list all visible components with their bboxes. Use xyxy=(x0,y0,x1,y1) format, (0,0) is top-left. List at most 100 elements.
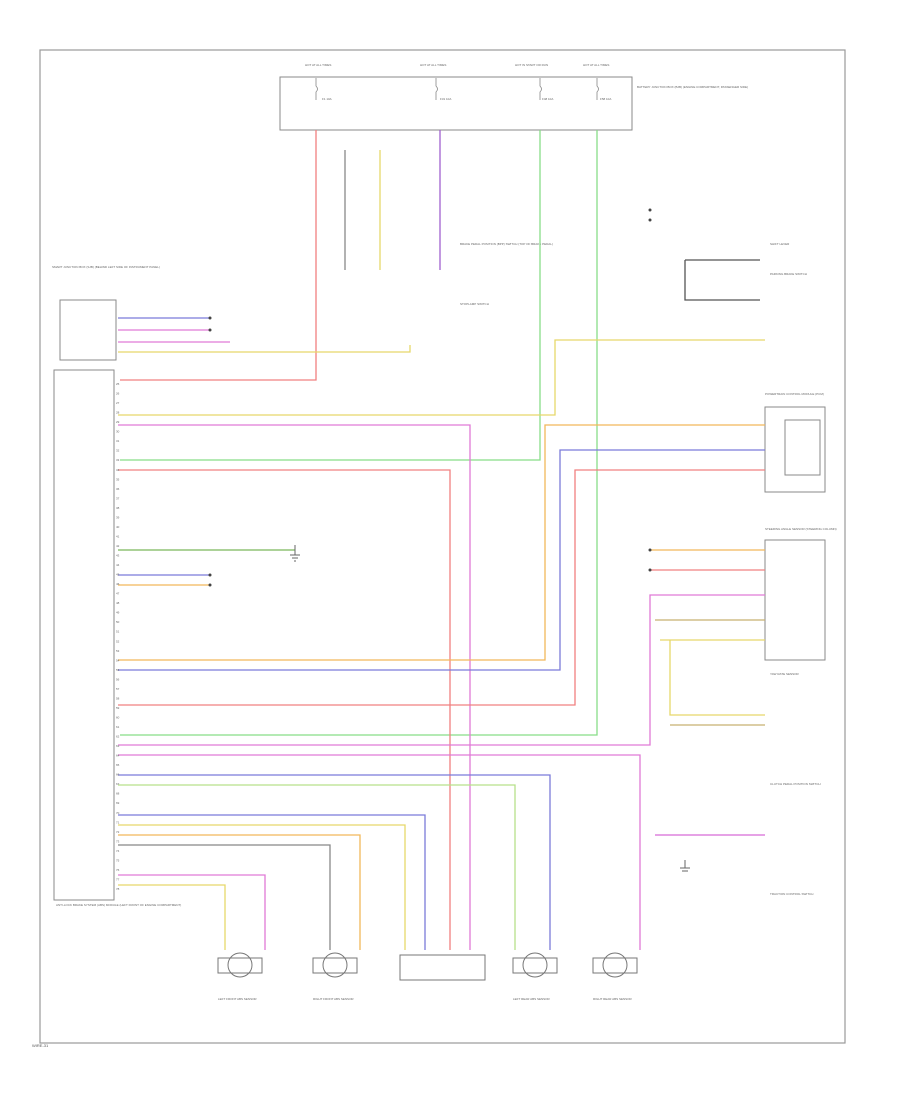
fuse-2: F31 10A xyxy=(440,97,451,101)
wheel-sensor-label-2: RIGHT FRONT ABS SENSOR xyxy=(313,997,354,1001)
pin-number: 27 xyxy=(116,401,120,405)
pin-number: 30 xyxy=(116,430,120,434)
traction-switch-label: TRACTION CONTROL SWITCH xyxy=(770,892,813,896)
ground-symbol-icon xyxy=(290,545,690,872)
pin-number: 46 xyxy=(116,582,120,586)
pin-number: 64 xyxy=(116,754,120,758)
pin-number: 60 xyxy=(116,716,120,720)
fuse-4: F58 10A xyxy=(600,97,611,101)
fuse-hot-label-4: HOT AT ALL TIMES xyxy=(583,63,609,67)
wires xyxy=(118,130,765,950)
sensor-icon xyxy=(512,952,558,978)
pin-number: 48 xyxy=(116,601,120,605)
pin-number: 72 xyxy=(116,830,120,834)
pin-number: 25 xyxy=(116,382,120,386)
fuse-hot-label-3: HOT IN START OR RUN xyxy=(515,63,548,67)
sensor-icon xyxy=(592,952,638,978)
right-modules: POWERTRAIN CONTROL MODULE (PCM) STEERING… xyxy=(460,242,837,896)
clutch-switch-label: CLUTCH PEDAL POSITION SWITCH xyxy=(770,782,821,786)
pin-number: 53 xyxy=(116,649,120,653)
splice-dot-icon xyxy=(208,208,652,587)
pin-number: 33 xyxy=(116,458,120,462)
parking-brake-label: PARKING BRAKE SWITCH xyxy=(770,272,807,276)
pin-number: 39 xyxy=(116,515,120,519)
wheel-sensors: LEFT FRONT ABS SENSOR RIGHT FRONT ABS SE… xyxy=(217,952,638,1001)
abs-module-label: ANTI-LOCK BRAKE SYSTEM (ABS) MODULE (LEF… xyxy=(56,903,181,907)
pin-number: 67 xyxy=(116,782,120,786)
pin-number: 38 xyxy=(116,506,120,510)
pin-number: 74 xyxy=(116,849,120,853)
sensor-icon xyxy=(312,952,358,978)
wheel-sensor-label-4: RIGHT REAR ABS SENSOR xyxy=(593,997,632,1001)
pin-number: 65 xyxy=(116,763,120,767)
pin-number: 73 xyxy=(116,839,120,843)
wheel-sensor-label-3: LEFT REAR ABS SENSOR xyxy=(513,997,550,1001)
pcm-inner xyxy=(784,419,821,476)
pin-number: 40 xyxy=(116,525,120,529)
smart-junction-box: SMART JUNCTION BOX (SJB) (BEHIND LEFT SI… xyxy=(52,265,160,361)
sjb-label: SMART JUNCTION BOX (SJB) (BEHIND LEFT SI… xyxy=(52,265,160,269)
fuse-hot-label-2: HOT AT ALL TIMES xyxy=(420,63,446,67)
fuse-box-label: BATTERY JUNCTION BOX (BJB) (ENGINE COMPA… xyxy=(637,85,748,89)
sjb-box xyxy=(59,299,117,361)
pin-number: 52 xyxy=(116,639,120,643)
sensor-icon xyxy=(399,954,486,981)
yaw-rate-label: YAW RATE SENSOR xyxy=(770,672,799,676)
pin-number: 35 xyxy=(116,477,120,481)
fuse-box: HOT AT ALL TIMES HOT AT ALL TIMES HOT IN… xyxy=(279,63,748,131)
steering-sensor-box xyxy=(764,539,826,661)
pin-number: 29 xyxy=(116,420,120,424)
pin-number: 58 xyxy=(116,696,120,700)
pin-number: 26 xyxy=(116,392,120,396)
fuse-1: F1 10A xyxy=(322,97,332,101)
pin-number: 70 xyxy=(116,811,120,815)
pin-number: 61 xyxy=(116,725,120,729)
pin-number: 41 xyxy=(116,535,120,539)
pin-number: 32 xyxy=(116,449,120,453)
pin-number: 47 xyxy=(116,592,120,596)
pin-number: 45 xyxy=(116,573,120,577)
pin-number: 36 xyxy=(116,487,120,491)
pin-number: 51 xyxy=(116,630,120,634)
page-id: WIRE-31 xyxy=(32,1043,49,1048)
pin-number: 43 xyxy=(116,554,120,558)
pin-number: 75 xyxy=(116,858,120,862)
pin-number: 66 xyxy=(116,773,120,777)
pin-number: 56 xyxy=(116,677,120,681)
fuse-hot-label-1: HOT AT ALL TIMES xyxy=(305,63,331,67)
pin-number: 78 xyxy=(116,887,120,891)
pin-number: 37 xyxy=(116,496,120,500)
pin-number: 34 xyxy=(116,468,120,472)
pin-number: 69 xyxy=(116,801,120,805)
fuse-3: F48 10A xyxy=(542,97,553,101)
pin-number: 31 xyxy=(116,439,120,443)
pin-number: 77 xyxy=(116,878,120,882)
pin-number: 54 xyxy=(116,658,120,662)
left-connector-pins: 25 26 27 28 29 30 31 32 33 34 35 36 37 38 39 40 41 42 43 44… xyxy=(116,382,120,891)
shift-lever-label: SHIFT LEVER xyxy=(770,242,790,246)
abs-module-connector: ANTI-LOCK BRAKE SYSTEM (ABS) MODULE (LEF… xyxy=(53,369,181,907)
pin-number: 28 xyxy=(116,411,120,415)
steering-sensor-label: STEERING ANGLE SENSOR (STEERING COLUMN) xyxy=(765,527,837,531)
pin-number: 76 xyxy=(116,868,120,872)
pin-number: 50 xyxy=(116,620,120,624)
pin-number: 68 xyxy=(116,792,120,796)
pin-number: 71 xyxy=(116,820,120,824)
pin-number: 59 xyxy=(116,706,120,710)
fuse-box-outline xyxy=(279,76,633,131)
pin-number: 62 xyxy=(116,735,120,739)
pcm-label: POWERTRAIN CONTROL MODULE (PCM) xyxy=(765,392,824,396)
pin-number: 57 xyxy=(116,687,120,691)
diagram-frame xyxy=(39,49,846,1044)
bpp-switch-label: BRAKE PEDAL POSITION (BPP) SWITCH (TOP O… xyxy=(460,242,553,246)
pin-number: 55 xyxy=(116,668,120,672)
stoplamp-switch-label: STOPLAMP SWITCH xyxy=(460,302,489,306)
pin-number: 63 xyxy=(116,744,120,748)
pin-number: 49 xyxy=(116,611,120,615)
pin-number: 44 xyxy=(116,563,120,567)
wheel-sensor-label-1: LEFT FRONT ABS SENSOR xyxy=(218,997,257,1001)
abs-module-box xyxy=(53,369,115,901)
pin-number: 42 xyxy=(116,544,120,548)
sensor-icon xyxy=(217,952,263,978)
